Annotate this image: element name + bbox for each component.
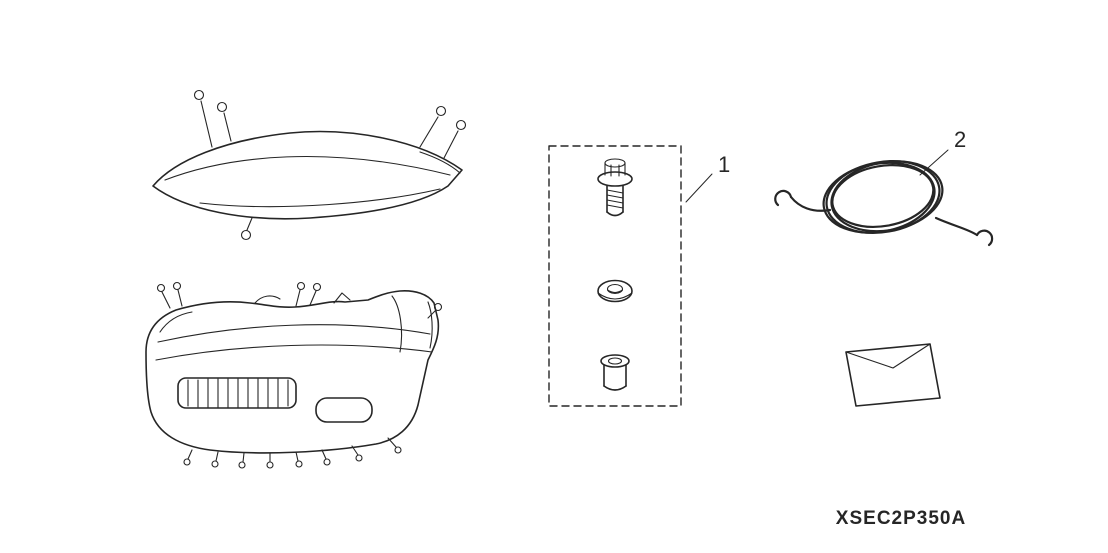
- bumper-bottom-hooks: [183, 437, 402, 469]
- flange-bolt-icon: [597, 158, 633, 217]
- hook-icon: [240, 229, 252, 241]
- strap-line: [200, 100, 213, 148]
- bumper-outline: [145, 290, 440, 454]
- mask-outline: [152, 130, 463, 220]
- cord-left-hook-icon: [774, 189, 793, 207]
- fender-edge-line: [427, 301, 433, 349]
- part-code-label: XSEC2P350A: [836, 508, 966, 529]
- fender-fold-line: [391, 295, 403, 353]
- cord-coil: [822, 160, 944, 234]
- bumper-crease-upper: [157, 324, 431, 343]
- fog-light-opening: [315, 397, 373, 423]
- mask-right-fold: [419, 151, 461, 174]
- instruction-envelope-illustration: [845, 343, 941, 407]
- callout-1-label: 1: [718, 152, 730, 177]
- cord-right-hook-icon: [975, 229, 994, 247]
- hardware-kit-dashed-box: [548, 145, 682, 407]
- washer-icon: [597, 279, 633, 303]
- grille-opening: [177, 377, 297, 409]
- strap-line: [443, 130, 459, 159]
- mask-seam-upper: [164, 155, 451, 181]
- callout-1: 1: [685, 152, 730, 203]
- callout-1-leader-line: [685, 173, 713, 203]
- bumper-top-hooks: [156, 281, 443, 319]
- front-bumper-illustration: [145, 281, 443, 469]
- hook-icon: [193, 89, 205, 101]
- hook-icon: [455, 119, 467, 131]
- well-nut-icon: [600, 354, 630, 391]
- tether-cord-illustration: [774, 160, 994, 247]
- nose-mask-cover-illustration: [152, 89, 467, 241]
- bumper-corner-line: [159, 311, 193, 333]
- envelope-outline: [845, 343, 941, 407]
- hood-latch-notch: [333, 292, 351, 304]
- strap-line: [223, 112, 232, 142]
- hook-icon: [216, 101, 228, 113]
- cord-left-lead: [789, 195, 832, 212]
- mask-seam-lower: [199, 188, 441, 208]
- bumper-crease-lower: [155, 344, 433, 361]
- strap-line: [246, 217, 253, 231]
- callout-2-leader-line: [919, 149, 949, 176]
- hook-icon: [435, 105, 447, 117]
- grille-slats: [187, 378, 289, 409]
- envelope-flap-line: [845, 343, 931, 369]
- callout-2-label: 2: [954, 127, 966, 152]
- headlight-notch: [254, 295, 281, 304]
- cord-right-lead: [934, 216, 979, 237]
- hardware-kit-illustration: [548, 145, 682, 407]
- callout-2: 2: [919, 127, 966, 176]
- strap-line: [419, 116, 439, 148]
